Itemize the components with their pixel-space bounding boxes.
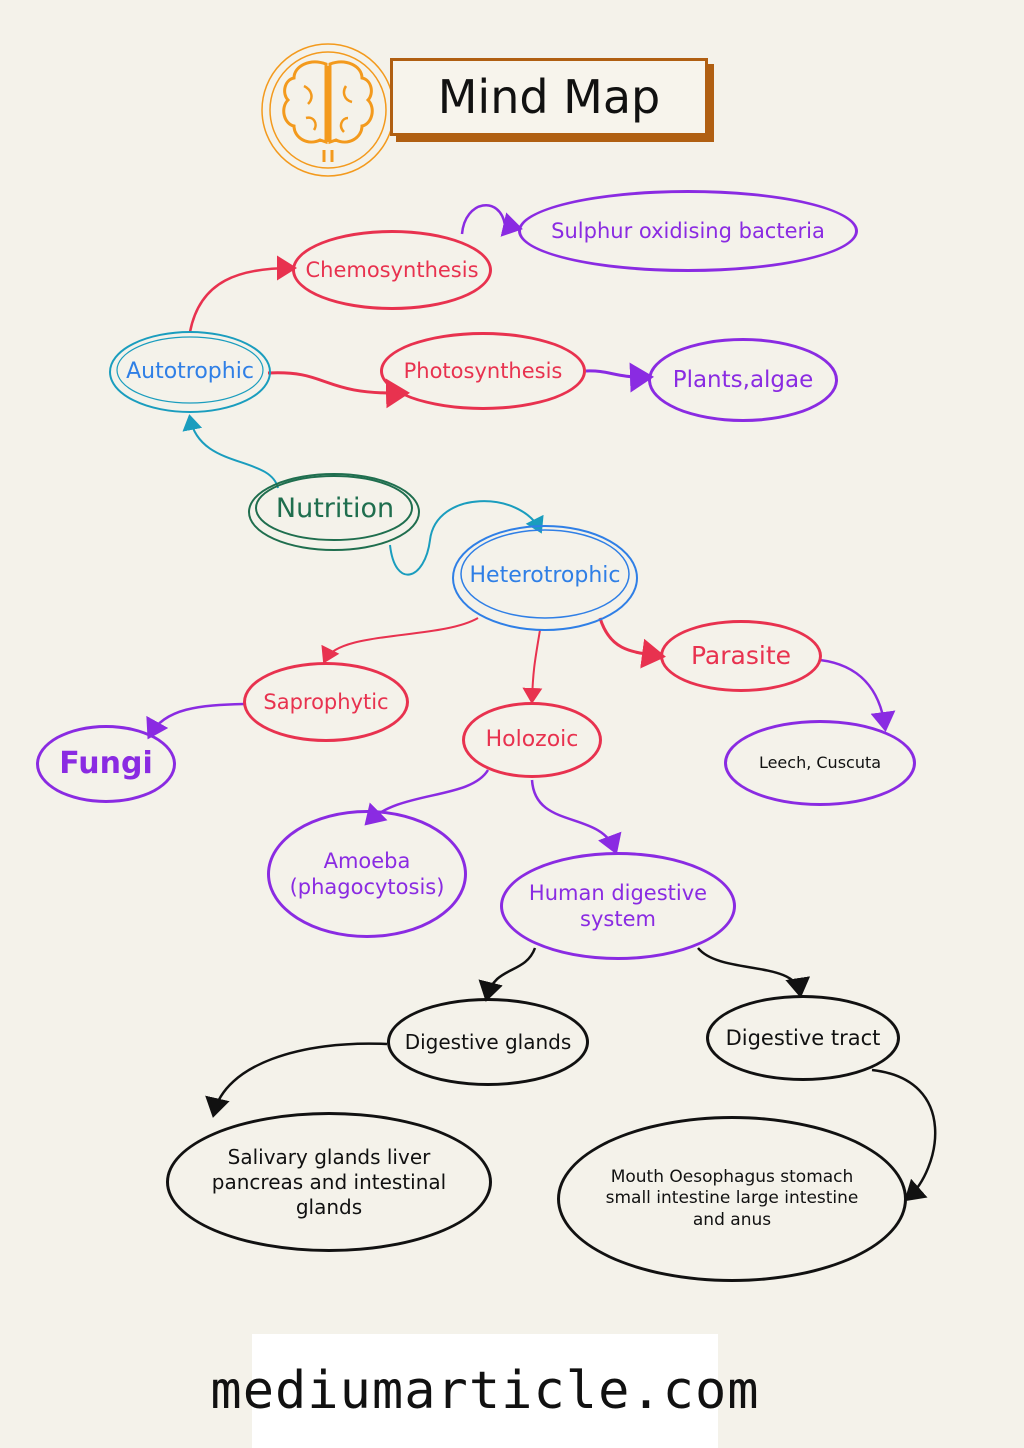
node-plants-algae: Plants,algae [648, 338, 838, 422]
node-heterotrophic: Heterotrophic [469, 563, 621, 589]
heterotrophic-outer-ring [452, 525, 638, 631]
node-saprophytic: Saprophytic [243, 662, 409, 742]
edge-chemosynthesis-sulphur [460, 204, 523, 237]
edge-nutrition-heterotrophic [389, 500, 544, 576]
autotrophic-outer-ring [109, 331, 271, 413]
edge-heterotrophic-holozoic [522, 629, 543, 704]
node-holozoic: Holozoic [462, 702, 602, 778]
node-parasite: Parasite [660, 620, 822, 692]
page-title: Mind Map [390, 58, 708, 136]
edge-human-tract [697, 947, 811, 998]
edge-autotrophic-photosynthesis [267, 371, 410, 409]
node-digestive-glands: Digestive glands [387, 998, 589, 1086]
edge-glands-detail [205, 1042, 388, 1118]
heterotrophic-inner-ring [460, 529, 630, 619]
brain-icon [248, 38, 408, 178]
edge-nutrition-autotrophic [182, 414, 279, 489]
node-fungi: Fungi [36, 725, 176, 803]
edge-parasite-leech [819, 658, 896, 732]
node-sulphur-bacteria: Sulphur oxidising bacteria [518, 190, 858, 272]
nutrition-inner-ring [255, 475, 413, 541]
node-amoeba: Amoeba (phagocytosis) [267, 810, 467, 938]
edge-heterotrophic-saprophytic [321, 617, 479, 664]
node-photosynthesis: Photosynthesis [380, 332, 586, 410]
edge-human-glands [478, 947, 537, 1002]
node-human-digestive-system: Human digestive system [500, 852, 736, 960]
edge-saprophytic-fungi [146, 702, 245, 740]
edge-tract-detail [871, 1068, 937, 1202]
edge-holozoic-human [530, 779, 622, 855]
footer-watermark: mediumarticle.com [210, 1334, 759, 1448]
node-glands-detail: Salivary glands liver pancreas and intes… [166, 1112, 492, 1252]
node-leech-cuscuta: Leech, Cuscuta [724, 720, 916, 806]
node-autotrophic: Autotrophic [126, 359, 254, 385]
node-nutrition: Nutrition [275, 493, 395, 525]
node-digestive-tract: Digestive tract [706, 995, 900, 1081]
node-tract-detail: Mouth Oesophagus stomach small intestine… [557, 1116, 907, 1282]
node-chemosynthesis: Chemosynthesis [292, 230, 492, 310]
edge-heterotrophic-parasite [598, 617, 666, 669]
nutrition-outer-ring [248, 473, 420, 551]
autotrophic-inner-ring [116, 336, 264, 404]
edge-photosynthesis-plants [585, 362, 654, 393]
edge-autotrophic-chemosynthesis [188, 255, 297, 333]
